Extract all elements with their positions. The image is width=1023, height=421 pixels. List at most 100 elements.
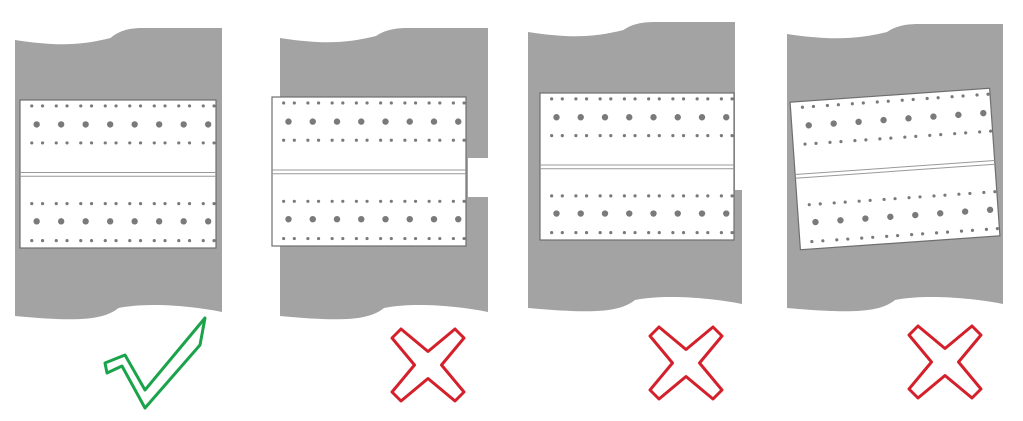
nail-hole bbox=[292, 101, 296, 105]
nail-hole bbox=[982, 190, 986, 195]
nail-hole bbox=[389, 138, 393, 142]
nail-hole bbox=[30, 104, 34, 108]
panel-rotated bbox=[787, 23, 1003, 400]
nail-hole bbox=[365, 199, 369, 203]
nail-hole bbox=[389, 236, 393, 241]
nail-hole bbox=[201, 202, 205, 206]
nail-hole bbox=[918, 195, 922, 199]
nail-hole bbox=[955, 111, 962, 119]
nail-hole bbox=[698, 210, 706, 217]
nail-hole bbox=[306, 138, 310, 142]
nail-hole bbox=[671, 97, 675, 101]
nail-hole bbox=[114, 141, 118, 145]
nail-hole bbox=[438, 101, 442, 105]
nail-hole bbox=[138, 104, 143, 108]
nail-hole bbox=[54, 141, 58, 145]
nail-hole bbox=[978, 130, 982, 134]
nail-hole bbox=[379, 101, 383, 105]
nail-hole bbox=[584, 231, 589, 235]
nail-hole bbox=[553, 210, 560, 217]
nail-hole bbox=[730, 194, 734, 198]
nail-hole bbox=[79, 104, 83, 108]
nail-hole bbox=[54, 239, 58, 243]
nail-hole bbox=[103, 141, 107, 145]
nail-hole bbox=[79, 141, 83, 145]
nail-hole bbox=[681, 134, 686, 138]
nail-hole bbox=[177, 141, 181, 145]
nail-hole bbox=[285, 215, 292, 223]
nail-hole bbox=[451, 138, 455, 142]
nail-hole bbox=[316, 199, 321, 203]
nail-hole bbox=[868, 198, 872, 203]
nail-hole bbox=[316, 236, 321, 241]
nail-hole bbox=[430, 215, 438, 223]
nail-hole bbox=[292, 236, 296, 241]
nail-hole bbox=[462, 199, 466, 203]
nail-hole bbox=[114, 202, 118, 206]
nail-hole bbox=[451, 236, 455, 241]
nail-hole bbox=[212, 202, 216, 206]
nail-hole bbox=[114, 239, 118, 243]
nail-hole bbox=[212, 239, 216, 243]
nail-hole bbox=[860, 236, 864, 240]
nail-hole bbox=[871, 235, 875, 239]
nail-hole bbox=[719, 194, 723, 198]
nail-hole bbox=[413, 236, 418, 241]
nail-hole bbox=[609, 97, 613, 101]
nail-hole bbox=[609, 134, 613, 138]
nail-hole bbox=[354, 236, 358, 241]
nail-hole bbox=[885, 234, 889, 238]
nail-hole bbox=[622, 194, 626, 198]
nail-hole bbox=[622, 231, 626, 235]
nail-hole bbox=[341, 101, 345, 105]
nail-hole bbox=[550, 194, 554, 198]
nail-hole bbox=[131, 121, 138, 128]
nail-hole bbox=[106, 121, 114, 128]
nail-hole bbox=[671, 231, 675, 235]
nail-hole bbox=[54, 202, 58, 206]
nail-hole bbox=[706, 231, 710, 235]
nail-hole bbox=[163, 202, 167, 206]
nail-hole bbox=[413, 101, 418, 105]
nail-hole bbox=[358, 215, 365, 223]
nail-hole bbox=[406, 118, 413, 125]
nail-hole bbox=[719, 97, 723, 101]
nail-hole bbox=[811, 104, 816, 109]
nail-hole bbox=[937, 210, 944, 217]
nail-hole bbox=[40, 202, 45, 206]
nail-hole bbox=[128, 141, 132, 145]
nail-hole bbox=[914, 134, 918, 138]
nail-hole bbox=[103, 239, 107, 243]
nail-hole bbox=[65, 202, 69, 206]
nail-hole bbox=[57, 218, 65, 225]
plate-outline bbox=[539, 92, 735, 241]
nail-hole bbox=[986, 206, 994, 214]
nail-hole bbox=[560, 97, 564, 101]
nail-hole bbox=[626, 210, 633, 217]
nail-hole bbox=[65, 104, 69, 108]
nail-hole bbox=[695, 134, 699, 138]
nail-hole bbox=[832, 201, 836, 205]
nail-hole bbox=[574, 97, 578, 101]
nail-hole bbox=[889, 136, 893, 140]
nail-hole bbox=[964, 131, 968, 135]
nail-hole bbox=[212, 141, 216, 145]
nail-hole bbox=[846, 237, 850, 241]
nail-hole bbox=[911, 97, 915, 102]
nail-hole bbox=[903, 135, 907, 139]
nail-hole bbox=[837, 217, 844, 224]
nail-hole bbox=[633, 194, 637, 198]
nail-hole bbox=[907, 196, 911, 200]
nail-hole bbox=[719, 231, 723, 235]
nail-hole bbox=[560, 231, 564, 235]
nail-hole bbox=[30, 239, 34, 243]
nail-hole bbox=[975, 93, 979, 97]
nail-hole bbox=[201, 104, 205, 108]
nail-hole bbox=[609, 231, 613, 235]
nail-hole bbox=[114, 104, 118, 108]
nail-hole bbox=[671, 194, 675, 198]
nail-hole bbox=[306, 101, 310, 105]
nail-hole bbox=[103, 202, 107, 206]
nail-hole bbox=[155, 218, 163, 225]
nail-plate bbox=[539, 92, 735, 241]
